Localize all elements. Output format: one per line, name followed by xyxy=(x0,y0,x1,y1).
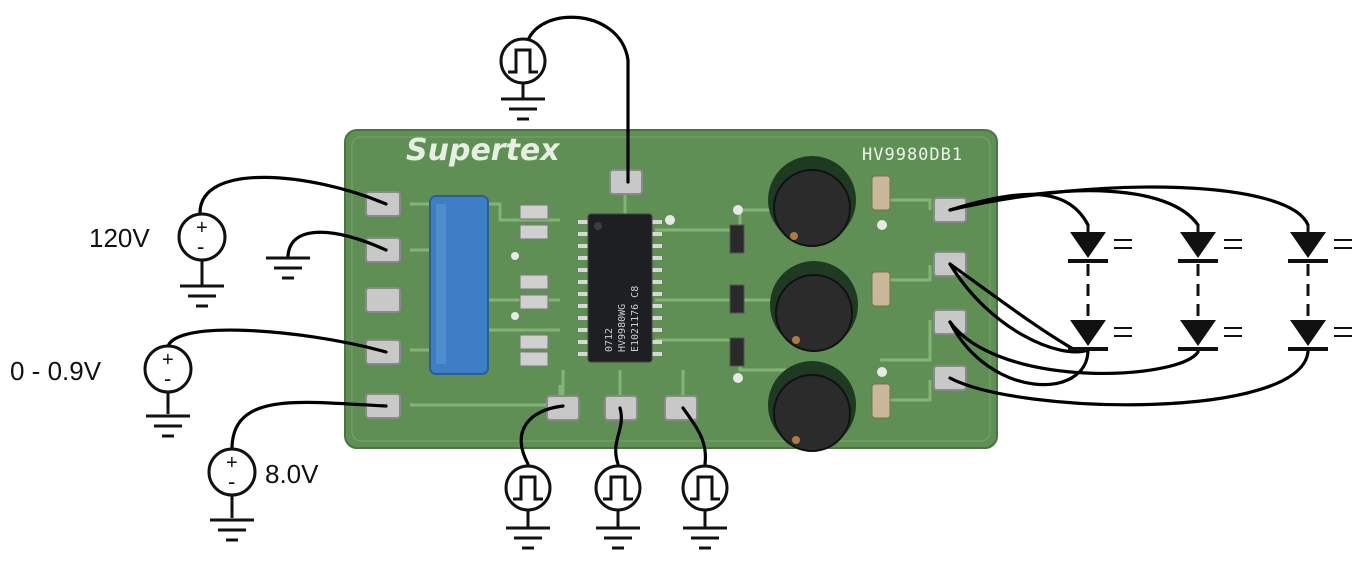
led-string-2 xyxy=(1178,225,1242,351)
svg-text:+: + xyxy=(162,349,174,371)
ground-pulse-2 xyxy=(596,526,640,550)
svg-text:-: - xyxy=(228,469,235,494)
ground-pulse-top xyxy=(501,97,545,121)
led-diode-icon xyxy=(1290,320,1326,346)
dc-source-8v: + - xyxy=(207,447,257,518)
label-120v: 120V xyxy=(89,223,150,253)
controller-ic: 0712 HV9980WG E1021176 C8 xyxy=(578,213,662,363)
brand-logo: Supertex xyxy=(406,133,561,168)
pulse-generator-top xyxy=(499,37,547,98)
led-string-3 xyxy=(1288,225,1352,351)
ground-symbols xyxy=(146,97,727,550)
dc-source-adjustable: + - xyxy=(143,344,193,414)
ic-marking-line-1: 0712 xyxy=(604,328,615,352)
pcb-board: Supertex HV9980DB1 xyxy=(344,129,998,452)
connector-pads xyxy=(365,169,967,421)
led-diode-icon xyxy=(1180,232,1216,258)
inductor-2 xyxy=(770,261,858,352)
svg-text:+: + xyxy=(196,217,208,239)
wires xyxy=(166,15,1310,466)
pulse-generator-2 xyxy=(594,464,642,527)
ic-marking-line-3: E1021176 C8 xyxy=(630,286,641,352)
pulse-generator-1 xyxy=(504,464,552,527)
svg-text:-: - xyxy=(164,366,171,391)
led-diode-icon xyxy=(1290,232,1326,258)
led-string-1 xyxy=(1068,225,1132,351)
ground-pad2 xyxy=(266,256,310,280)
film-capacitor xyxy=(429,195,489,375)
svg-text:-: - xyxy=(197,234,204,259)
smd-components xyxy=(511,175,891,419)
ground-8v xyxy=(210,518,254,542)
ground-pulse-3 xyxy=(683,526,727,550)
ic-marking-line-2: HV9980WG xyxy=(617,304,628,352)
dc-source-120v: + - xyxy=(177,212,227,285)
led-diode-icon xyxy=(1180,320,1216,346)
led-array xyxy=(1068,225,1352,351)
ground-pulse-1 xyxy=(506,526,550,550)
led-diode-icon xyxy=(1070,232,1106,258)
ground-adjustable xyxy=(146,414,190,438)
led-diode-icon xyxy=(1070,320,1106,346)
inductor-3 xyxy=(768,361,856,452)
label-adjustable-voltage: 0 - 0.9V xyxy=(10,356,102,386)
label-8v: 8.0V xyxy=(265,459,319,489)
svg-text:+: + xyxy=(226,452,238,474)
pulse-generator-3 xyxy=(681,464,729,527)
board-part-number: HV9980DB1 xyxy=(862,145,963,165)
inductor-1 xyxy=(768,156,856,247)
ground-120v xyxy=(180,284,224,308)
